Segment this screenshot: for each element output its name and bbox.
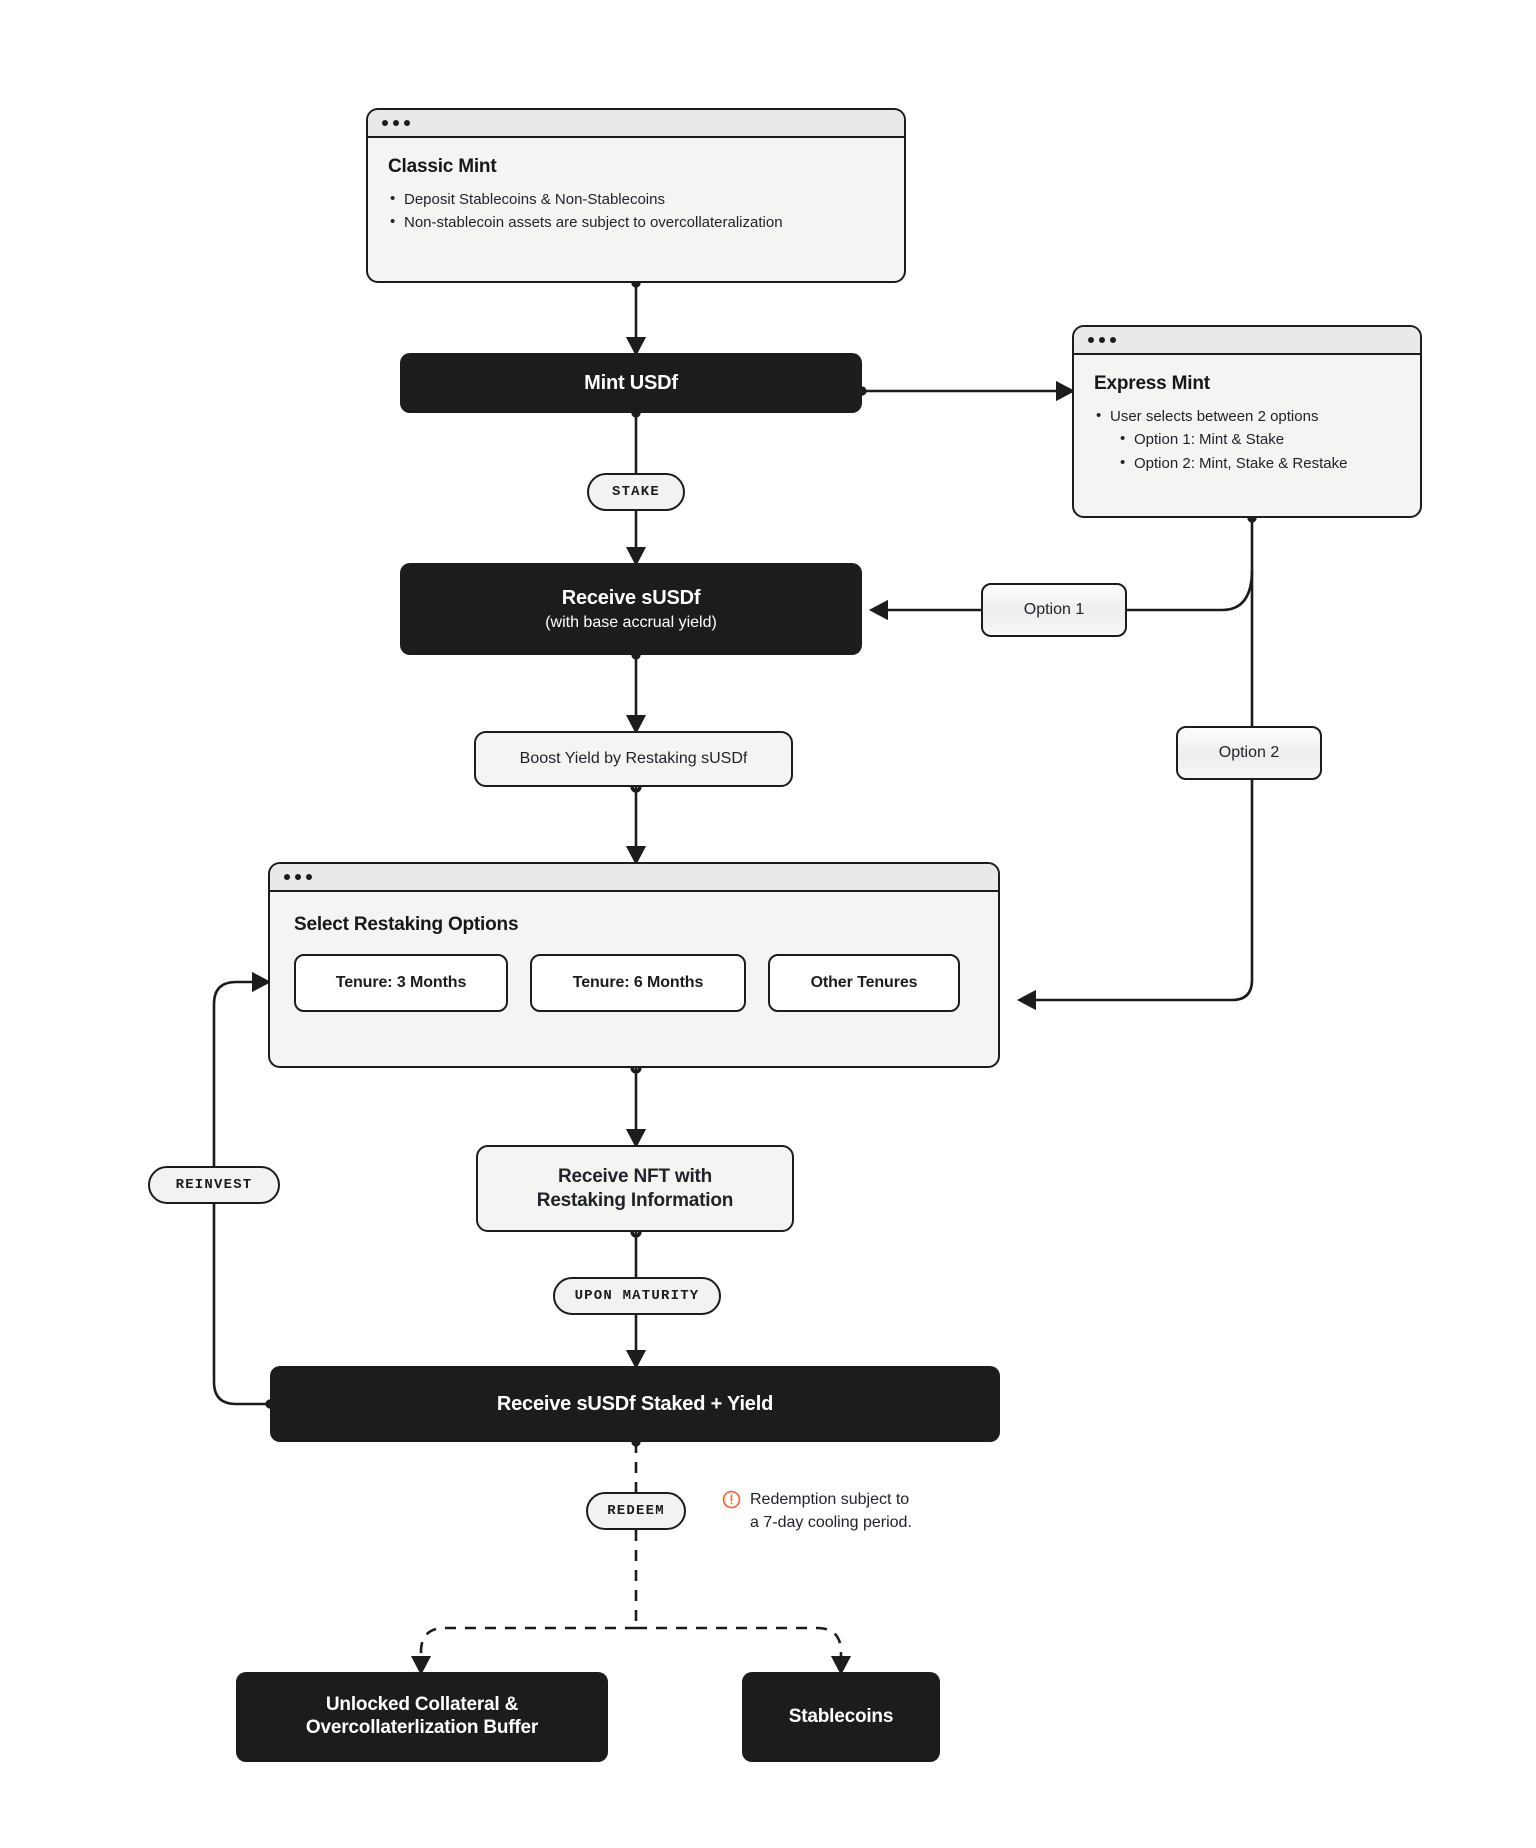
node-label-line2: Overcollaterlization Buffer xyxy=(305,1717,539,1738)
node-staked-plus-yield[interactable]: Receive sUSDf Staked + Yield xyxy=(270,1366,1000,1442)
window-dots-icon xyxy=(382,120,410,126)
card-title: Express Mint xyxy=(1094,373,1210,394)
node-label-line1: Receive NFT with xyxy=(557,1165,713,1187)
node-label-line1: Stablecoins xyxy=(788,1705,894,1727)
edge-trunk-to-option1 xyxy=(1127,569,1254,612)
bullet-list: User selects between 2 options Option 1:… xyxy=(1094,404,1400,475)
card-body: Select Restaking Options Tenure: 3 Month… xyxy=(270,892,998,1030)
list-item: Deposit Stablecoins & Non-Stablecoins xyxy=(388,187,884,211)
card-body: Express Mint User selects between 2 opti… xyxy=(1074,355,1420,491)
node-receive-susdf[interactable]: Receive sUSDf (with base accrual yield) xyxy=(400,563,862,655)
window-titlebar xyxy=(368,110,904,138)
node-boost-yield[interactable]: Boost Yield by Restaking sUSDf xyxy=(474,731,793,787)
edge-label-stake: STAKE xyxy=(587,473,685,511)
tenure-chip-row: Tenure: 3 Months Tenure: 6 Months Other … xyxy=(294,954,974,1012)
note-line2: a 7-day cooling period. xyxy=(750,1514,912,1532)
list-item: Non-stablecoin assets are subject to ove… xyxy=(388,210,884,234)
chip-tenure-6-months[interactable]: Tenure: 6 Months xyxy=(530,954,746,1012)
node-receive-nft[interactable]: Receive NFT with Restaking Information xyxy=(476,1145,794,1232)
list-item: User selects between 2 options xyxy=(1094,404,1400,428)
node-stablecoins[interactable]: Stablecoins xyxy=(742,1672,940,1762)
edge-option2-to-restaking xyxy=(1016,518,1254,1011)
node-label: Receive sUSDf xyxy=(561,587,701,609)
card-title: Classic Mint xyxy=(388,156,497,177)
node-label: Mint USDf xyxy=(584,372,678,394)
bullet-list: Deposit Stablecoins & Non-Stablecoins No… xyxy=(388,187,884,235)
window-dots-icon xyxy=(1088,337,1116,343)
chip-other-tenures[interactable]: Other Tenures xyxy=(768,954,960,1012)
card-classic-mint[interactable]: Classic Mint Deposit Stablecoins & Non-S… xyxy=(366,108,906,283)
note-line1: Redemption subject to xyxy=(750,1491,910,1508)
edge-label-upon-maturity: UPON MATURITY xyxy=(553,1277,721,1315)
card-title: Select Restaking Options xyxy=(294,914,519,935)
pill-option-1[interactable]: Option 1 xyxy=(981,583,1127,637)
redemption-note: Redemption subject to a 7-day cooling pe… xyxy=(722,1488,972,1534)
card-select-restaking-options[interactable]: Select Restaking Options Tenure: 3 Month… xyxy=(268,862,1000,1068)
pill-label: Option 1 xyxy=(1023,601,1085,618)
node-mint-usdf[interactable]: Mint USDf xyxy=(400,353,862,413)
node-sublabel: (with base accrual yield) xyxy=(545,614,717,631)
edge-redeem-to-stablecoins xyxy=(636,1626,852,1676)
node-label: Receive sUSDf Staked + Yield xyxy=(496,1393,774,1415)
edge-redeem-to-collateral xyxy=(410,1626,636,1676)
chip-tenure-3-months[interactable]: Tenure: 3 Months xyxy=(294,954,508,1012)
list-item: Option 2: Mint, Stake & Restake xyxy=(1094,450,1400,475)
node-label-line1: Unlocked Collateral & xyxy=(325,1694,519,1716)
window-dots-icon xyxy=(284,874,312,880)
window-titlebar xyxy=(270,864,998,892)
pill-option-2[interactable]: Option 2 xyxy=(1176,726,1322,780)
pill-label: Option 2 xyxy=(1218,744,1280,761)
edge-label-redeem: REDEEM xyxy=(586,1492,686,1530)
node-unlocked-collateral[interactable]: Unlocked Collateral & Overcollaterlizati… xyxy=(236,1672,608,1762)
node-label-line2: Restaking Information xyxy=(536,1189,734,1211)
warning-circle-icon xyxy=(722,1490,741,1514)
edge-label-reinvest: REINVEST xyxy=(148,1166,280,1204)
node-label: Boost Yield by Restaking sUSDf xyxy=(519,750,748,767)
window-titlebar xyxy=(1074,327,1420,355)
card-body: Classic Mint Deposit Stablecoins & Non-S… xyxy=(368,138,904,251)
card-express-mint[interactable]: Express Mint User selects between 2 opti… xyxy=(1072,325,1422,518)
redemption-note-text: Redemption subject to a 7-day cooling pe… xyxy=(750,1488,912,1534)
list-item: Option 1: Mint & Stake xyxy=(1094,427,1400,451)
